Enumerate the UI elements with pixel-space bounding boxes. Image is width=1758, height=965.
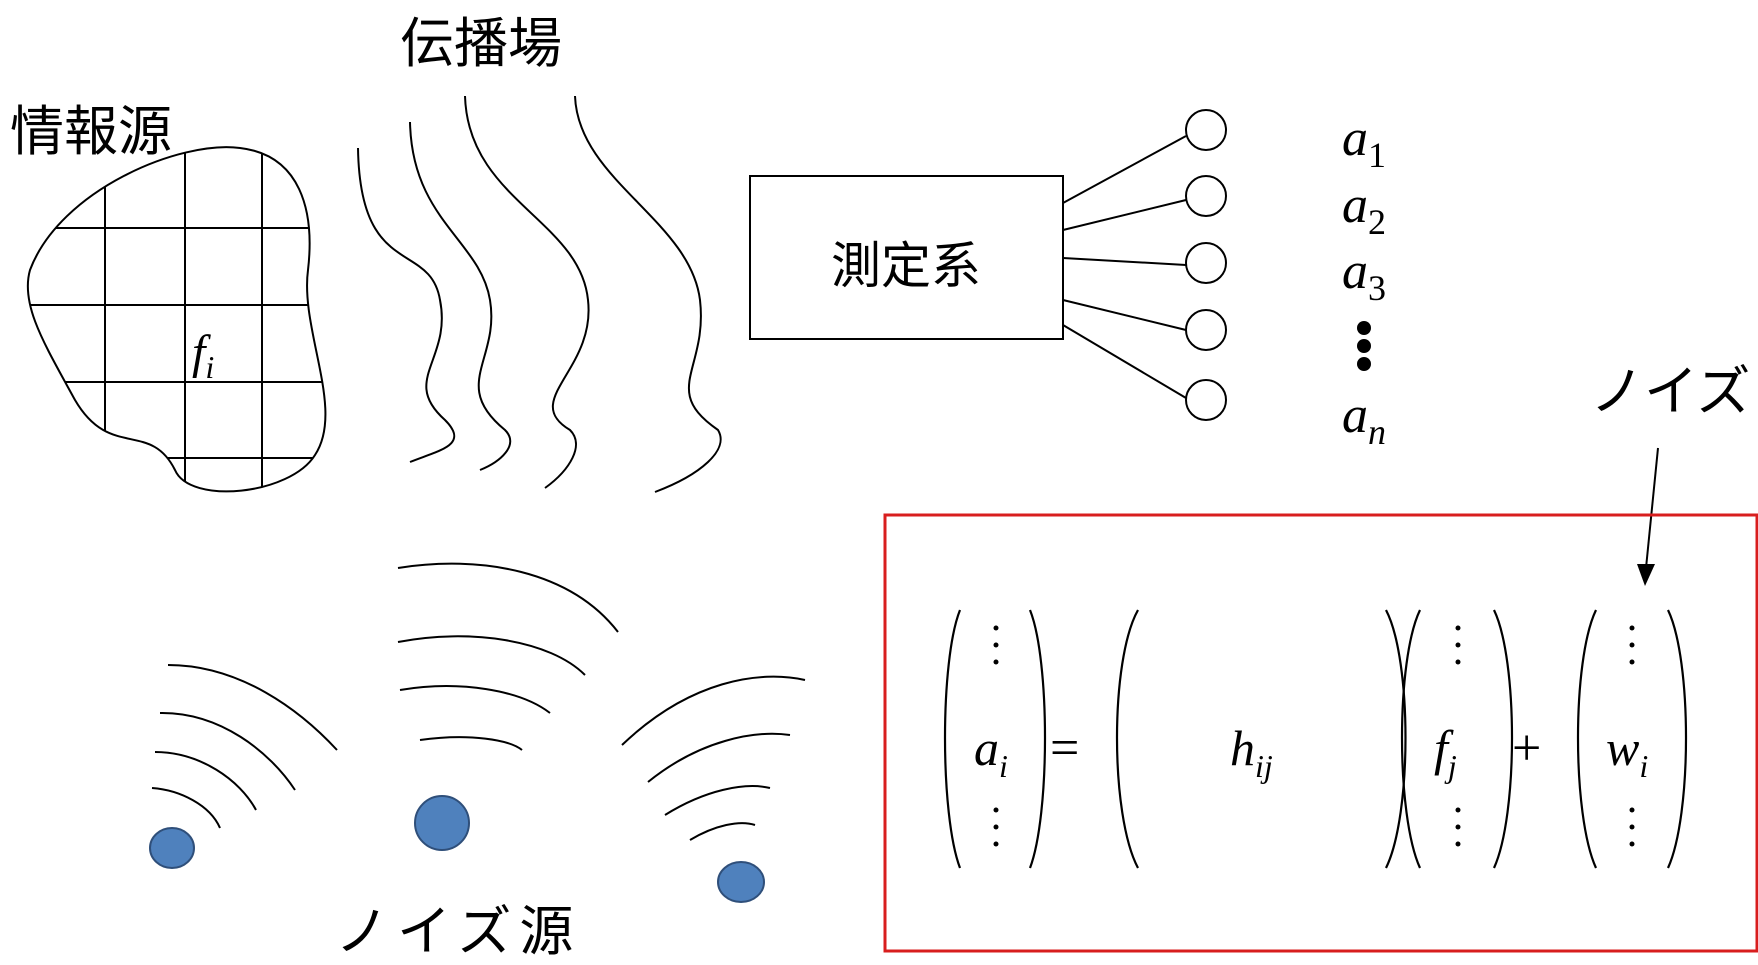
measurement-an: an xyxy=(1342,387,1386,452)
vector-bottom-dots xyxy=(1455,807,1461,847)
matrix-right-paren xyxy=(1385,609,1407,869)
vector-element: fj xyxy=(1434,720,1457,784)
noise-dot-left xyxy=(149,827,195,869)
measurement-system-label: 測定系 xyxy=(831,237,981,295)
noise-element: wi xyxy=(1606,720,1648,784)
ellipsis-dot-1 xyxy=(1357,321,1371,335)
lhs-bottom-dots xyxy=(993,807,999,847)
source-element-symbol: fi xyxy=(192,326,214,385)
measurement-system: 測定系 xyxy=(749,109,1227,421)
matrix-element: hij xyxy=(1230,720,1273,784)
noise-right-paren xyxy=(1666,609,1688,869)
blob-outline xyxy=(26,146,327,493)
propagation-field-label: 伝播場 xyxy=(400,12,562,75)
noise-dot-right xyxy=(717,861,765,903)
measurement-values: a1 a2 a3 an xyxy=(1342,110,1386,452)
noise-label: ノイズ xyxy=(1590,360,1750,423)
information-source-blob: fi xyxy=(26,146,327,493)
plus-sign: + xyxy=(1512,720,1541,777)
sensor-node-2 xyxy=(1185,175,1227,217)
sensor-node-5 xyxy=(1185,379,1227,421)
measurement-a1: a1 xyxy=(1342,110,1386,175)
equation: ai = hij fj + wi xyxy=(943,609,1688,869)
noise-source-label: ノイズ源 xyxy=(335,900,581,963)
noise-top-dots xyxy=(1629,625,1635,665)
source-grid xyxy=(27,147,326,492)
wave-line-2 xyxy=(409,121,512,471)
wave-line-3 xyxy=(464,95,590,489)
vector-right-paren xyxy=(1492,609,1514,869)
measurement-a2: a2 xyxy=(1342,177,1386,242)
noise-bottom-dots xyxy=(1629,807,1635,847)
noise-left-paren xyxy=(1576,609,1598,869)
vector-top-dots xyxy=(1455,625,1461,665)
noise-arrow xyxy=(1637,447,1659,586)
vector-left-paren xyxy=(1400,609,1422,869)
sensor-node-3 xyxy=(1185,242,1227,284)
ellipsis-dot-2 xyxy=(1357,339,1371,353)
lhs-right-paren xyxy=(1028,609,1047,869)
noise-sources xyxy=(149,562,806,903)
propagation-waves xyxy=(357,95,722,493)
wave-line-4 xyxy=(574,95,722,493)
measurement-a3: a3 xyxy=(1342,243,1386,308)
information-source-label: 情報源 xyxy=(10,100,172,163)
lhs-element: ai xyxy=(974,720,1008,784)
sensor-node-4 xyxy=(1185,309,1227,351)
ellipsis-dot-3 xyxy=(1357,357,1371,371)
sensor-node-1 xyxy=(1185,109,1227,151)
matrix-left-paren xyxy=(1115,609,1139,869)
measurement-system-box xyxy=(749,175,1064,340)
lhs-top-dots xyxy=(993,625,999,665)
lhs-left-paren xyxy=(943,609,962,869)
wave-line-1 xyxy=(357,147,456,463)
equals-sign: = xyxy=(1050,720,1079,777)
noise-dot-center xyxy=(414,795,470,851)
equation-highlight-box xyxy=(883,513,1758,953)
